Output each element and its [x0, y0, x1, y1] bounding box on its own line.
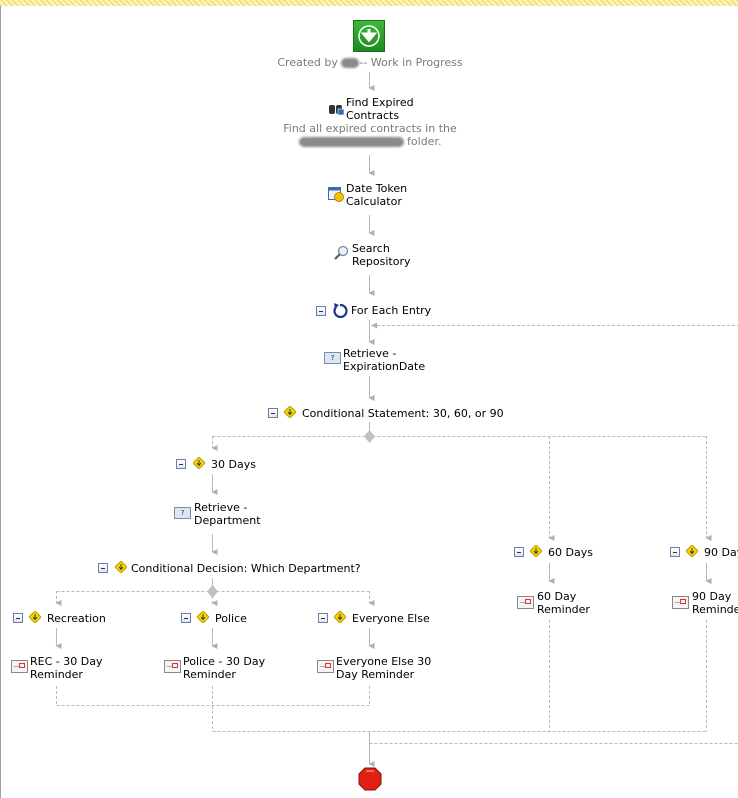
condition-icon — [197, 611, 209, 623]
calendar-icon — [328, 186, 344, 202]
binoculars-icon — [328, 100, 345, 116]
title-line: Police - 30 Day — [183, 655, 266, 668]
title-line: Repository — [352, 255, 411, 268]
caption-prefix: Created by — [277, 56, 338, 69]
email-icon — [164, 660, 181, 673]
branch-police[interactable]: Police — [215, 612, 247, 625]
branch-everyone-else[interactable]: Everyone Else — [352, 612, 430, 625]
workflow-status-caption: Created by -- Work in Progress — [270, 56, 470, 69]
email-icon — [517, 596, 534, 609]
redacted-name — [341, 58, 360, 68]
step-conditional-decision[interactable]: Conditional Decision: Which Department? — [131, 562, 361, 575]
condition-icon — [686, 545, 698, 557]
description-suffix: folder. — [407, 135, 442, 148]
collapse-toggle[interactable] — [318, 613, 328, 623]
collapse-toggle[interactable] — [176, 459, 186, 469]
title-line: Reminder — [30, 668, 83, 681]
stop-node-icon[interactable] — [358, 767, 382, 791]
collapse-toggle[interactable] — [514, 547, 524, 557]
caption-suffix: -- Work in Progress — [359, 56, 463, 69]
condition-icon — [530, 545, 542, 557]
condition-icon — [115, 561, 127, 573]
email-icon — [672, 596, 689, 609]
title-line: ExpirationDate — [343, 360, 426, 373]
branch-30-days[interactable]: 30 Days — [211, 458, 256, 471]
condition-icon — [29, 611, 41, 623]
title-line: Day Reminder — [336, 668, 415, 681]
step-find-expired-contracts[interactable]: Find Expired Contracts — [346, 96, 414, 122]
collapse-toggle[interactable] — [670, 547, 680, 557]
title-line: Reminder — [692, 603, 738, 616]
branch-recreation[interactable]: Recreation — [47, 612, 106, 625]
loop-icon — [332, 302, 348, 319]
step-retrieve-department[interactable]: Retrieve -Department — [194, 501, 261, 527]
branch-90-days[interactable]: 90 Days — [704, 546, 738, 559]
start-node-icon[interactable] — [353, 20, 385, 52]
redacted-folder — [298, 137, 404, 147]
designer-top-band — [0, 0, 738, 6]
condition-icon — [193, 457, 205, 469]
condition-icon — [284, 406, 296, 418]
title-line: 90 Day — [692, 590, 732, 603]
title-line: Reminder — [537, 603, 590, 616]
title-line: 60 Day — [537, 590, 577, 603]
title-line: Everyone Else 30 — [336, 655, 432, 668]
title-line: Department — [194, 514, 261, 527]
email-icon — [317, 660, 334, 673]
step-for-each-entry[interactable]: For Each Entry — [351, 304, 432, 317]
title-line: Reminder — [183, 668, 236, 681]
description-line: Find all expired contracts in the — [283, 122, 457, 135]
collapse-toggle[interactable] — [268, 408, 278, 418]
email-icon — [11, 660, 28, 673]
step-retrieve-expirationdate[interactable]: Retrieve -ExpirationDate — [343, 347, 425, 373]
retrieve-field-icon: ? — [174, 507, 191, 519]
title-line: Retrieve - — [343, 347, 397, 360]
title-line: Retrieve - — [194, 501, 248, 514]
title-line: Date Token — [346, 182, 408, 195]
step-conditional-statement[interactable]: Conditional Statement: 30, 60, or 90 — [302, 407, 504, 420]
collapse-toggle[interactable] — [181, 613, 191, 623]
retrieve-field-icon: ? — [324, 352, 341, 364]
title-line: Calculator — [346, 195, 402, 208]
collapse-toggle[interactable] — [316, 306, 326, 316]
title-line: REC - 30 Day — [30, 655, 103, 668]
collapse-toggle[interactable] — [98, 563, 108, 573]
merge-diamond — [364, 430, 375, 443]
branch-60-days[interactable]: 60 Days — [548, 546, 593, 559]
condition-icon — [334, 611, 346, 623]
collapse-toggle[interactable] — [13, 613, 23, 623]
merge-diamond — [207, 585, 218, 598]
magnifier-icon — [333, 245, 349, 261]
canvas-border — [0, 6, 1, 798]
title-line: Search — [352, 242, 390, 255]
step-description: Find all expired contracts in the folder… — [270, 122, 470, 148]
